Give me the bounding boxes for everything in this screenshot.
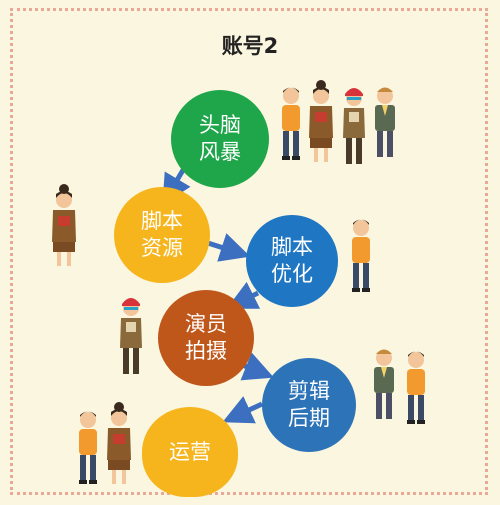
step-node-script-resources: 脚本 资源 bbox=[114, 187, 210, 283]
step-node-filming: 演员 拍摄 bbox=[158, 290, 254, 386]
step-node-operations: 运营 bbox=[142, 407, 238, 497]
team-member-illustration bbox=[375, 87, 395, 157]
diagram-title: 账号2 bbox=[221, 34, 279, 58]
team-member-illustration bbox=[343, 88, 365, 164]
operations-illustration bbox=[107, 402, 131, 484]
post-production-illustration bbox=[374, 349, 394, 419]
step-node-brainstorm: 头脑 风暴 bbox=[171, 90, 269, 188]
dotted-frame bbox=[10, 8, 488, 495]
flow-arrow bbox=[226, 281, 261, 309]
post-production-illustration bbox=[407, 351, 425, 424]
actor-illustration bbox=[120, 298, 142, 374]
team-member-illustration bbox=[309, 80, 333, 162]
flow-arrow bbox=[222, 396, 264, 424]
step-node-editing: 剪辑 后期 bbox=[262, 358, 356, 452]
team-member-illustration bbox=[282, 87, 300, 160]
editor-illustration bbox=[352, 219, 370, 292]
operations-illustration bbox=[79, 411, 97, 484]
writer-illustration bbox=[52, 184, 76, 266]
step-node-script-optimization: 脚本 优化 bbox=[246, 215, 338, 307]
